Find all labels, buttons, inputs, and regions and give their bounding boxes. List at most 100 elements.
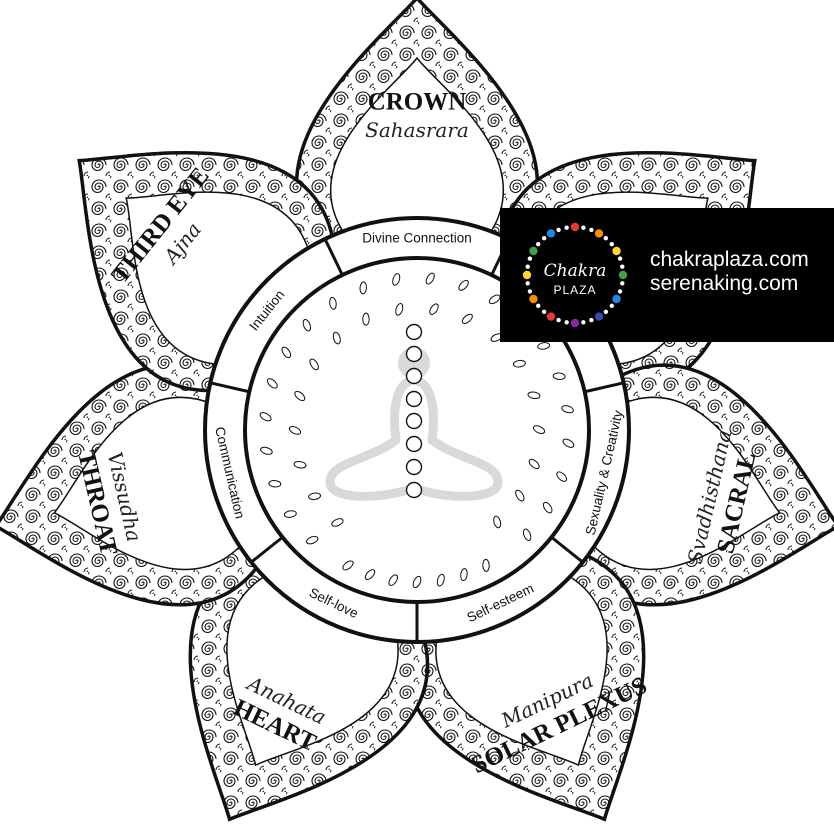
seed-dot <box>342 560 354 571</box>
petal-crown <box>294 0 540 254</box>
seed-dot <box>436 573 445 587</box>
seed-dot <box>306 535 319 545</box>
petal-sanskrit-crown: Sahasrara <box>365 118 469 142</box>
logo-dot <box>617 256 623 261</box>
seed-dot <box>259 412 272 422</box>
logo-dot <box>612 294 621 304</box>
logo-dot <box>603 309 609 314</box>
seed-dot <box>412 575 422 589</box>
seed-dot <box>309 358 319 371</box>
ring-divider <box>550 536 584 564</box>
logo-dot <box>618 270 628 280</box>
logo-dot <box>546 312 556 321</box>
logo-dot <box>536 241 541 247</box>
seed-dot <box>364 569 376 580</box>
seed-dot <box>329 296 337 310</box>
seed-dot <box>392 273 401 286</box>
ring-layer <box>203 216 631 644</box>
ring-divider <box>250 536 284 564</box>
url-chakraplaza[interactable]: chakraplaza.com <box>650 248 809 271</box>
seed-dot <box>542 501 553 514</box>
seed-dot <box>458 279 469 291</box>
seed-dot <box>388 574 398 586</box>
petal-throat <box>0 363 266 607</box>
petal-inner-sacral <box>588 396 781 571</box>
petal-inner-throat <box>53 396 246 571</box>
logo-dot <box>536 303 541 309</box>
petal-name-crown: CROWN <box>368 89 467 116</box>
seed-dot <box>493 515 502 529</box>
logo-dot <box>527 289 533 294</box>
chakra-point <box>405 345 423 363</box>
meditating-figure <box>325 323 503 501</box>
seed-dot <box>562 438 575 448</box>
logo-dot <box>564 320 569 325</box>
seed-dot <box>537 342 551 350</box>
logo-dot <box>570 318 580 328</box>
seed-dot <box>260 446 273 455</box>
logo-dot <box>529 294 538 304</box>
url-serenaking[interactable]: serenaking.com <box>650 272 799 295</box>
logo-dot <box>589 227 594 233</box>
center-circle <box>259 272 575 589</box>
seed-dot <box>425 272 435 285</box>
logo-dot <box>603 236 609 241</box>
badge-urls: chakraplaza.com serenaking.com <box>650 248 809 296</box>
seed-dot <box>528 458 540 470</box>
ring-divider <box>323 238 344 276</box>
seed-dot <box>331 518 344 527</box>
logo-dot <box>541 236 547 241</box>
ring-divider <box>584 381 625 394</box>
logo-dot <box>556 227 561 233</box>
logo-dot <box>525 264 530 269</box>
logo-dot <box>564 225 569 230</box>
logo-dot <box>594 229 604 238</box>
seed-dot <box>294 390 306 402</box>
seed-dot <box>266 378 278 389</box>
seed-dot <box>283 510 297 518</box>
seed-dot <box>532 425 546 434</box>
logo-dot <box>556 317 561 323</box>
chakra-point <box>405 458 423 476</box>
petal-inner-crown <box>330 56 504 239</box>
seed-dot <box>515 489 525 502</box>
logo-dot <box>594 312 604 321</box>
logo-sub: PLAZA <box>553 283 596 297</box>
seed-dot <box>362 312 370 326</box>
brand-badge: Chakra PLAZA chakraplaza.com serenaking.… <box>500 208 834 342</box>
petal-inner-third-eye <box>125 191 311 366</box>
logo-dot <box>541 309 547 314</box>
chakra-point <box>405 323 423 341</box>
logo-dot <box>581 225 586 230</box>
seed-dot <box>395 302 404 316</box>
ring-divider <box>209 381 250 394</box>
seed-dot <box>561 405 574 414</box>
logo-dot <box>527 256 533 261</box>
seed-dot <box>293 460 307 469</box>
logo-dot <box>522 270 532 280</box>
logo-dot <box>581 320 586 325</box>
logo-dot <box>620 264 625 269</box>
seed-dot <box>556 471 568 482</box>
seed-dot <box>268 480 282 488</box>
seed-dot <box>527 391 541 400</box>
logo-dot <box>525 281 530 286</box>
seed-dot <box>281 346 292 359</box>
ring-label-crown: Divine Connection <box>362 231 472 246</box>
logo-dot <box>609 241 614 247</box>
seed-dot <box>482 558 490 572</box>
seed-dot <box>552 372 566 380</box>
logo-dot <box>620 281 625 286</box>
seed-dot <box>302 319 312 332</box>
seed-dot <box>332 331 341 345</box>
seed-dot <box>460 568 468 582</box>
seed-dot <box>512 359 526 368</box>
seed-dot <box>359 281 367 295</box>
chakra-point <box>405 412 423 430</box>
seed-dot <box>288 426 302 435</box>
logo-dot <box>617 289 623 294</box>
chakra-point <box>405 367 423 385</box>
logo-dot <box>589 317 594 323</box>
logo-dot <box>612 246 621 256</box>
